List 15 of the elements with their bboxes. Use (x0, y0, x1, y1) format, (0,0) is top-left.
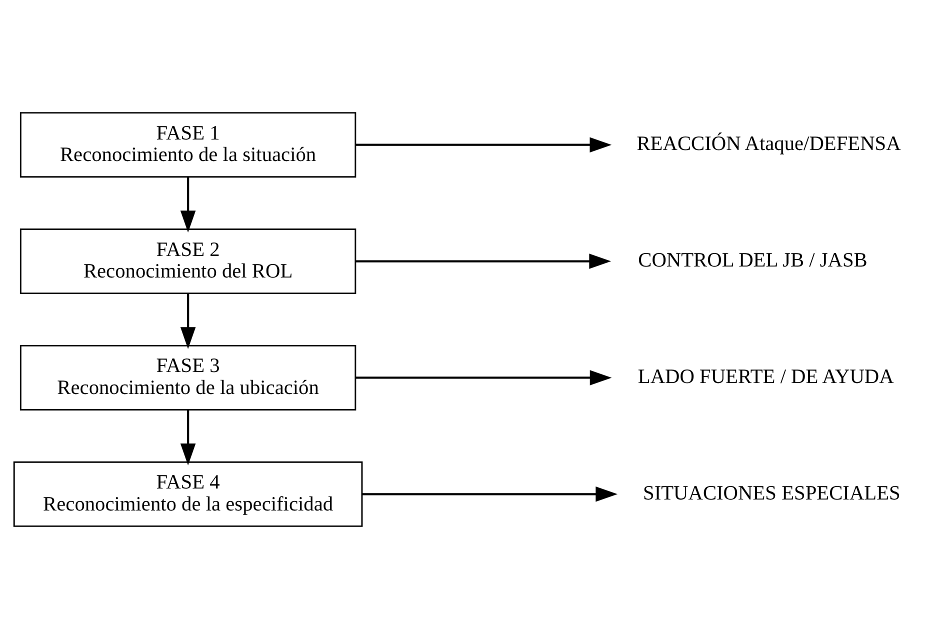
node-text: LADO FUERTE / DE AYUDA (638, 366, 894, 388)
node-box: FASE 3 Reconocimiento de la ubicación (20, 344, 356, 410)
arrow (356, 370, 612, 386)
node-text: REACCIÓN Ataque/DEFENSA (636, 133, 901, 156)
node-text: SITUACIONES ESPECIALES (643, 482, 900, 505)
node-text: CONTROL DEL JB / JASB (638, 250, 868, 272)
node-box: FASE 2 Reconocimiento del ROL (20, 228, 356, 294)
node-box: FASE 4 Reconocimiento de la especificidad (13, 461, 363, 527)
arrow (180, 410, 196, 466)
arrow (362, 486, 618, 502)
arrow (180, 177, 196, 233)
arrow (356, 137, 612, 152)
arrow (356, 254, 612, 269)
node-box: FASE 1 Reconocimiento de la situación (20, 112, 356, 178)
arrow (180, 294, 196, 349)
